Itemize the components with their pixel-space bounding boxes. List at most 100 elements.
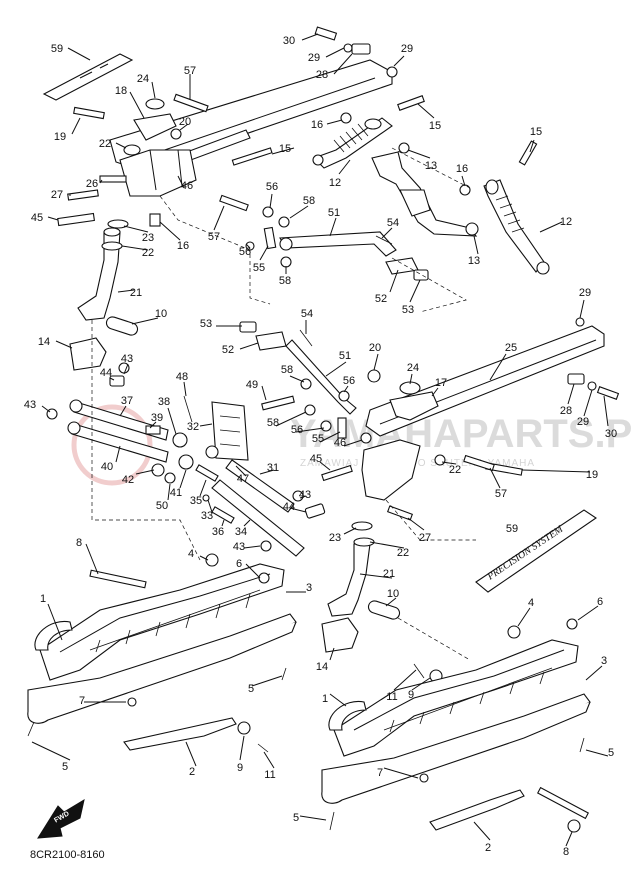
callout-3: 3	[306, 582, 312, 594]
watermark-text: YAMAHAPARTS.PL	[290, 412, 633, 456]
callout-27: 27	[419, 532, 431, 544]
shock-absorber-left	[312, 117, 393, 169]
callout-34: 34	[235, 526, 247, 538]
callout-28: 28	[560, 405, 572, 417]
stud-5-right	[329, 737, 585, 831]
callout-32: 32	[187, 421, 199, 433]
leader-lines	[31, 33, 609, 847]
fwd-arrow-icon	[37, 798, 85, 839]
nut-9-left	[237, 721, 251, 735]
collar-44-upper	[109, 375, 125, 387]
bolt-30-arm	[596, 386, 620, 400]
callout-8: 8	[563, 846, 569, 858]
callout-19: 19	[586, 469, 598, 481]
callout-58: 58	[303, 195, 315, 207]
collar-28-top	[351, 43, 371, 55]
stud-5-left	[27, 667, 287, 737]
nut-16-top	[340, 112, 352, 124]
washer-29-arm2	[587, 381, 597, 391]
nut-20	[170, 128, 182, 140]
nut-56-mid2	[320, 420, 332, 432]
cap-24-top	[145, 98, 165, 110]
bolt-15-far	[518, 140, 538, 166]
washer-29-top	[343, 43, 353, 53]
callout-58: 58	[279, 275, 291, 287]
callout-21: 21	[383, 568, 395, 580]
callout-20: 20	[369, 342, 381, 354]
nut-16-right	[459, 184, 471, 196]
bolt-57-top	[173, 93, 209, 113]
bolt-30-top	[314, 26, 338, 41]
nut-46-mid	[360, 432, 372, 444]
nut-58-mid2	[304, 404, 316, 416]
callout-39: 39	[151, 412, 163, 424]
bolt-15-right	[397, 95, 425, 111]
callout-43: 43	[299, 489, 311, 501]
nut-4-left	[205, 553, 219, 567]
callout-31: 31	[267, 462, 279, 474]
callout-16: 16	[311, 119, 323, 131]
callout-5: 5	[248, 683, 254, 695]
nut-56-mid	[338, 390, 350, 402]
callout-2: 2	[485, 842, 491, 854]
joint-55-mid	[337, 417, 347, 439]
callout-40: 40	[101, 461, 113, 473]
callout-44: 44	[283, 501, 295, 513]
nut-53-top	[413, 269, 429, 281]
rod-40-end	[67, 421, 81, 435]
callout-59: 59	[506, 523, 518, 535]
callout-58: 58	[281, 364, 293, 376]
callout-22: 22	[397, 547, 409, 559]
callout-58: 58	[267, 417, 279, 429]
tie-rod-upper	[279, 231, 397, 257]
cap-6-left	[258, 572, 270, 584]
callout-29: 29	[308, 52, 320, 64]
callout-48: 48	[176, 371, 188, 383]
bolt-57-mid	[219, 194, 249, 212]
callout-30: 30	[605, 428, 617, 440]
callout-52: 52	[375, 293, 387, 305]
callout-49: 49	[246, 379, 258, 391]
callout-11: 11	[264, 769, 275, 781]
reference-lines-lower	[91, 320, 476, 661]
watermark-logo-icon	[71, 404, 153, 486]
callout-30: 30	[283, 35, 295, 47]
callout-54: 54	[301, 308, 313, 320]
callout-43: 43	[24, 399, 36, 411]
callout-26: 26	[86, 178, 98, 190]
steering-arm-18	[133, 113, 177, 141]
ski-left	[27, 563, 297, 751]
callout-23: 23	[329, 532, 341, 544]
callout-36: 36	[212, 526, 224, 538]
callout-22: 22	[449, 464, 461, 476]
callout-37: 37	[121, 395, 133, 407]
bushing-10-upper	[105, 316, 139, 336]
callout-29: 29	[577, 416, 589, 428]
bushing-41	[178, 454, 194, 470]
pin-39	[145, 425, 161, 435]
steering-arm-17	[389, 391, 439, 421]
brand-badge-text: PRECISION SYSTEM	[485, 523, 566, 583]
callout-19: 19	[54, 131, 66, 143]
callout-54: 54	[387, 217, 399, 229]
nut-20-right	[367, 369, 381, 383]
callout-45: 45	[31, 212, 43, 224]
spindle-upper-top	[103, 227, 121, 237]
bushing-38	[172, 432, 188, 448]
callout-46: 46	[181, 180, 193, 192]
bolt-8-right	[537, 786, 589, 820]
pin-54-top	[375, 235, 393, 245]
spindle-lower	[327, 543, 371, 617]
callout-17: 17	[435, 377, 447, 389]
nut-43-mid	[292, 490, 304, 502]
upper-arm-edge	[149, 77, 376, 156]
rod-37-end	[69, 399, 83, 413]
callout-55: 55	[312, 433, 324, 445]
callout-15: 15	[429, 120, 441, 132]
washer-22-spindle	[101, 241, 123, 251]
callout-15: 15	[530, 126, 542, 138]
callout-45: 45	[310, 453, 322, 465]
callout-14: 14	[38, 336, 50, 348]
